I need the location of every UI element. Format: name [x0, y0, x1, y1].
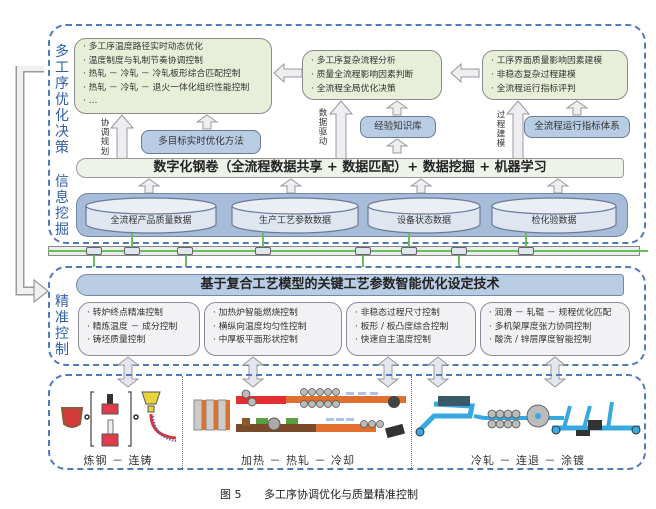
database-process — [231, 197, 359, 234]
figure-number: 图 5 — [220, 488, 242, 501]
box-line: · 全流程运行指标评判 — [491, 84, 576, 94]
heating-hotrolling-illustration — [193, 388, 406, 439]
method-indicator-system: 全流程运行指标体系 — [524, 116, 630, 138]
box-line: · 铸坯质量控制 — [87, 335, 146, 345]
up-arrow-icon — [566, 100, 588, 116]
method-knowledge-base: 经验知识库 — [360, 116, 436, 138]
database-inspection — [491, 197, 617, 234]
bidirectional-arrow-icon — [376, 356, 400, 388]
database-label: 生产工艺参数数据 — [258, 216, 331, 226]
arrow-label-coordinate: 协调规划 — [99, 118, 109, 156]
process-label-hotrolling: 加热 － 热轧 － 冷却 — [241, 454, 355, 467]
up-arrow-icon — [138, 178, 160, 194]
database-quality — [85, 197, 217, 234]
bidirectional-arrow-icon — [543, 356, 567, 388]
box-line: · 精炼温度 － 成分控制 — [87, 321, 178, 332]
process-label-steelmaking: 炼钢 － 连铸 — [83, 454, 153, 467]
up-arrow-icon — [196, 114, 218, 130]
section-label-decision: 多工序优化决策 — [55, 44, 69, 156]
coldrolling-annealing-coating-illustration — [415, 396, 641, 437]
bus-node — [255, 247, 271, 255]
arrow-label-process: 过程建模 — [495, 110, 505, 148]
box-line: · 工序界面质量影响因素建模 — [491, 56, 603, 66]
bidirectional-arrow-icon — [116, 356, 140, 388]
box-line: · 质量全流程影响因素判断 — [311, 70, 414, 80]
bus-connector — [408, 233, 410, 249]
bus-connector — [362, 253, 364, 267]
up-arrow-icon — [386, 100, 408, 116]
bus-connector — [131, 233, 133, 249]
section-label-control: 精准控制 — [55, 294, 69, 358]
box-line: · 转炉终点精准控制 — [87, 308, 163, 318]
up-arrow-icon — [547, 178, 569, 194]
box-line: · … — [83, 96, 98, 106]
left-arrow-icon — [450, 62, 480, 84]
figure-title: 多工序协调优化与质量精准控制 — [264, 488, 418, 501]
bus-node — [355, 247, 371, 255]
bus-node — [86, 247, 102, 255]
bus-node — [451, 247, 467, 255]
box-line: · 快速自主温度控制 — [355, 335, 431, 345]
control-box-heating: · 加热炉智能燃烧控制 · 横纵向温度均匀性控制 · 中厚板平面形状控制 — [204, 302, 342, 356]
digital-coil-band: 数字化钢卷（全流程数据共享 + 数据匹配）+ 数据挖掘 + 机器学习 — [76, 158, 624, 178]
database-label: 检化验数据 — [531, 216, 577, 226]
database-equipment — [367, 197, 481, 234]
up-arrow-icon — [110, 114, 134, 160]
feedback-arrow — [15, 66, 49, 304]
steelmaking-casting-illustration — [60, 391, 177, 447]
box-line: · 非稳态复杂过程建模 — [491, 70, 576, 80]
box-line: · 全流程全局优化决策 — [311, 84, 396, 94]
bidirectional-arrow-icon — [241, 356, 265, 388]
process-region — [48, 374, 646, 470]
control-box-steelmaking: · 转炉终点精准控制 · 精炼温度 － 成分控制 · 铸坯质量控制 — [78, 302, 200, 356]
box-line: · 多工序复杂流程分析 — [311, 56, 396, 66]
decision-box-modeling: · 工序界面质量影响因素建模 · 非稳态复杂过程建模 · 全流程运行指标评判 — [482, 50, 628, 100]
arrow-label-data: 数据驱动 — [317, 108, 327, 146]
box-line: · 中厚板平面形状控制 — [213, 335, 298, 345]
box-line: · 润滑 － 轧辊 － 规程优化匹配 — [489, 308, 612, 318]
box-line: · 热轧 － 冷轧 － 冷轧板形综合匹配控制 — [83, 69, 241, 79]
bus-node — [401, 247, 417, 255]
method-multiobjective: 多目标实时优化方法 — [141, 130, 261, 154]
up-arrow-icon — [329, 100, 353, 160]
bus-node — [518, 247, 534, 255]
process-divider — [411, 376, 412, 468]
bus-connector — [185, 253, 187, 267]
box-line: · 酸洗 / 锌层厚度智能控制 — [489, 335, 592, 345]
bidirectional-arrow-icon — [426, 356, 450, 388]
control-box-coldrolling: · 润滑 － 轧辊 － 规程优化匹配 · 多机架厚度张力协同控制 · 酸洗 / … — [480, 302, 630, 356]
bus-connector — [458, 253, 460, 267]
section-label-mining: 信息挖掘 — [55, 174, 69, 238]
bus-connector — [93, 253, 95, 267]
database-label: 全流程产品质量数据 — [110, 216, 192, 226]
decision-box-analysis: · 多工序复杂流程分析 · 质量全流程影响因素判断 · 全流程全局优化决策 — [302, 50, 442, 100]
box-line: · 热轧 － 冷轧 － 退火一体化组织性能控制 — [83, 82, 250, 93]
bus-node — [124, 247, 140, 255]
left-arrow-icon — [273, 62, 303, 84]
database-label: 设备状态数据 — [396, 216, 451, 226]
process-label-coldrolling: 冷轧 － 连退 － 涂镀 — [471, 454, 585, 467]
bus-connector — [525, 233, 527, 249]
box-line: · 非稳态过程尺寸控制 — [355, 308, 440, 318]
box-line: · 多机架厚度张力协同控制 — [489, 321, 592, 332]
control-band: 基于复合工艺模型的关键工艺参数智能优化设定技术 — [76, 274, 624, 296]
decision-box-optimization: · 多工序温度路径实时动态优化 · 温度制度与轧制节奏协调控制 · 热轧 － 冷… — [74, 38, 272, 114]
bus-connector — [262, 233, 264, 249]
box-line: · 多工序温度路径实时动态优化 — [83, 42, 203, 52]
control-box-hotrolling: · 非稳态过程尺寸控制 · 板形 / 板凸度综合控制 · 快速自主温度控制 — [346, 302, 476, 356]
process-divider — [182, 376, 183, 468]
control-region — [48, 266, 646, 366]
box-line: · 横纵向温度均匀性控制 — [213, 321, 307, 332]
box-line: · 板形 / 板凸度综合控制 — [355, 321, 449, 332]
box-line: · 加热炉智能燃烧控制 — [213, 308, 298, 318]
bus-line — [48, 250, 648, 252]
up-arrow-icon — [386, 138, 408, 154]
up-arrow-icon — [410, 178, 432, 194]
up-arrow-icon — [280, 178, 302, 194]
decision-mining-region — [48, 24, 646, 244]
bus-node — [177, 247, 193, 255]
box-line: · 温度制度与轧制节奏协调控制 — [83, 55, 203, 66]
